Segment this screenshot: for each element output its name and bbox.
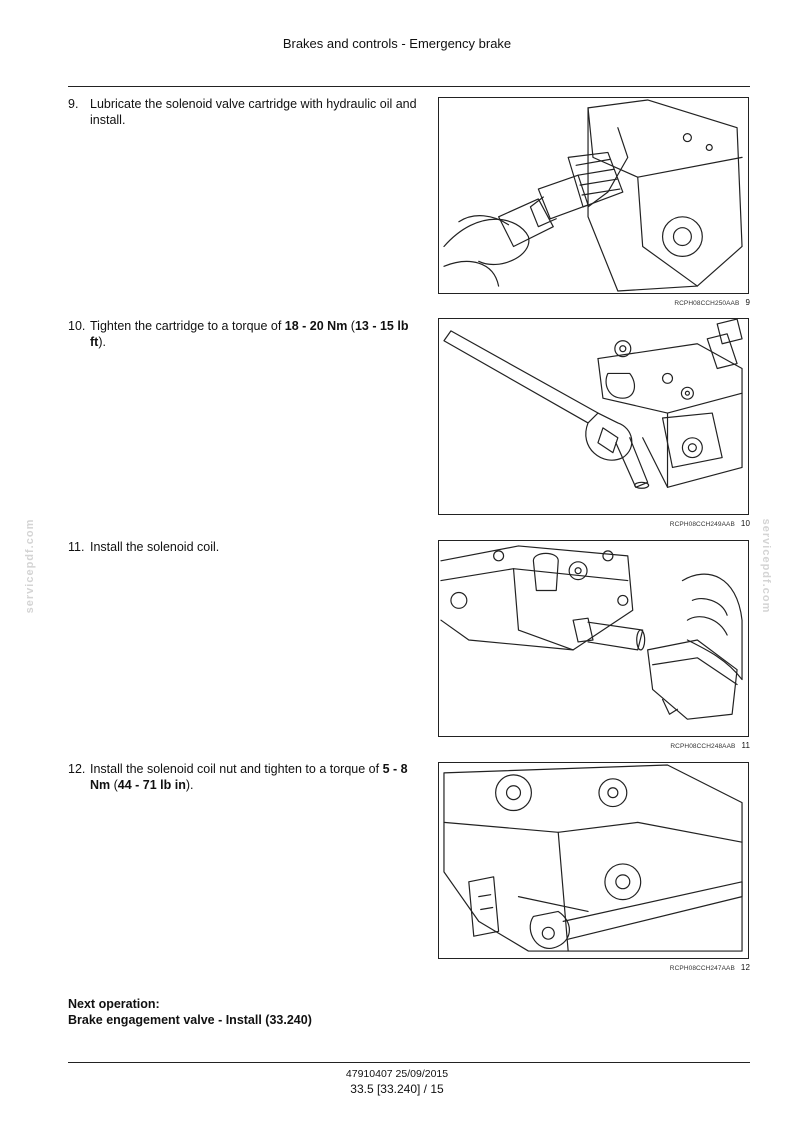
step-number: 12. bbox=[68, 762, 86, 776]
figure-12-illustration bbox=[438, 762, 749, 959]
next-operation-label: Next operation: bbox=[68, 997, 160, 1011]
step-number: 10. bbox=[68, 319, 86, 333]
step-text: Install the solenoid coil nut and tighte… bbox=[90, 762, 408, 792]
step-10: 10. Tighten the cartridge to a torque of… bbox=[68, 318, 418, 350]
figure-code: RCPH08CCH250AAB bbox=[674, 300, 740, 307]
header-rule bbox=[68, 86, 750, 87]
footer-page-number: 33.5 [33.240] / 15 bbox=[350, 1082, 444, 1096]
figure-9-illustration bbox=[438, 97, 749, 294]
figure-code: RCPH08CCH248AAB bbox=[670, 743, 736, 750]
step-text: Install the solenoid coil. bbox=[90, 540, 220, 554]
figure-10-caption: RCPH08CCH249AAB 10 bbox=[600, 519, 750, 528]
step-text: Tighten the cartridge to a torque of 18 … bbox=[90, 319, 409, 349]
next-operation: Next operation: Brake engagement valve -… bbox=[68, 996, 312, 1028]
step-9: 9. Lubricate the solenoid valve cartridg… bbox=[68, 96, 418, 128]
figure-number: 10 bbox=[740, 519, 750, 528]
figure-9-caption: RCPH08CCH250AAB 9 bbox=[600, 298, 750, 307]
page-header-title: Brakes and controls - Emergency brake bbox=[282, 36, 512, 51]
torque-nm: 5 - 8 Nm bbox=[90, 762, 408, 792]
figure-12-caption: RCPH08CCH247AAB 12 bbox=[600, 963, 750, 972]
figure-10-illustration bbox=[438, 318, 749, 515]
watermark-left: servicepdf.com bbox=[24, 518, 36, 614]
step-number: 11. bbox=[68, 540, 85, 554]
torque-nm: 18 - 20 Nm bbox=[284, 319, 348, 333]
figure-code: RCPH08CCH247AAB bbox=[669, 965, 735, 972]
figure-11-illustration bbox=[438, 540, 749, 737]
footer-rule bbox=[68, 1062, 750, 1063]
figure-11-caption: RCPH08CCH248AAB 11 bbox=[600, 741, 750, 750]
step-11: 11. Install the solenoid coil. bbox=[68, 539, 418, 555]
torque-lbft: 13 - 15 lb ft bbox=[90, 319, 409, 349]
watermark-right: servicepdf.com bbox=[760, 518, 772, 614]
step-number: 9. bbox=[68, 97, 79, 111]
figure-number: 9 bbox=[745, 298, 750, 307]
torque-lbin: 44 - 71 lb in bbox=[117, 778, 186, 792]
figure-code: RCPH08CCH249AAB bbox=[669, 521, 735, 528]
figure-number: 11 bbox=[741, 741, 750, 750]
step-12: 12. Install the solenoid coil nut and ti… bbox=[68, 761, 418, 793]
step-text: Lubricate the solenoid valve cartridge w… bbox=[90, 97, 417, 127]
figure-number: 12 bbox=[740, 963, 750, 972]
footer-doc-id: 47910407 25/09/2015 bbox=[345, 1068, 449, 1080]
next-operation-link[interactable]: Brake engagement valve - Install (33.240… bbox=[68, 1013, 312, 1027]
